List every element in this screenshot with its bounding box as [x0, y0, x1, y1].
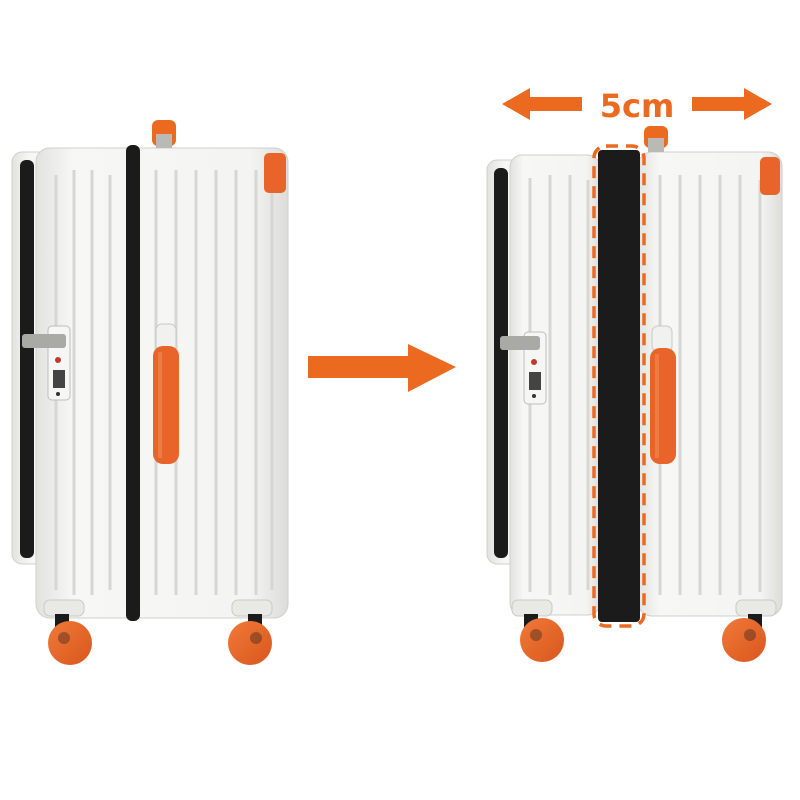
zipper-strip: [494, 168, 508, 558]
combination-lock-icon: [22, 325, 71, 401]
corner-cap: [264, 153, 286, 193]
shell-ribs: [528, 175, 762, 595]
wheel: [520, 614, 564, 662]
wheel: [48, 614, 92, 665]
shell-ribs: [54, 170, 274, 595]
arrow-right-icon: [308, 344, 456, 392]
corner-cap: [760, 157, 780, 195]
zipper-strip: [20, 160, 34, 558]
zipper-seam: [126, 145, 140, 621]
wheel: [228, 614, 272, 665]
wheel: [722, 614, 766, 662]
suitcase-collapsed: [11, 120, 289, 665]
side-handle: [650, 325, 676, 464]
combination-lock-icon: [500, 331, 547, 405]
suitcase-expanded: [486, 126, 783, 662]
double-arrow-icon: [502, 88, 772, 120]
expansion-label: 5cm: [600, 87, 675, 125]
expansion-gusset: [598, 150, 640, 622]
side-handle: [153, 323, 179, 464]
